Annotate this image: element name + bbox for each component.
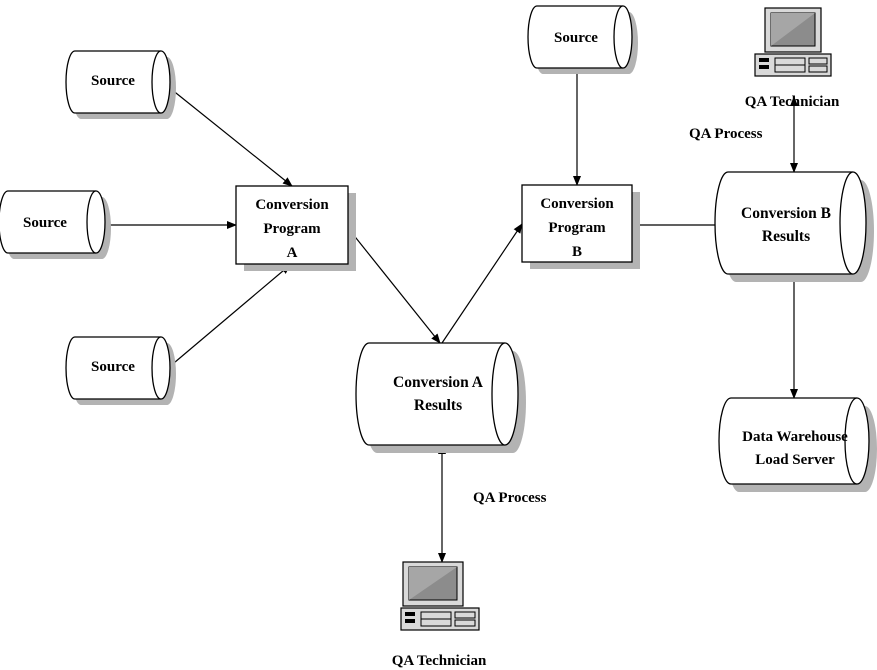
qa-technician-label-b: QA Technician [745, 94, 840, 110]
source-label: Source [554, 30, 598, 46]
program-a-line-3: A [287, 245, 298, 261]
warehouse-line-1: Data Warehouse [742, 429, 848, 445]
cylinder-end-curve [151, 336, 162, 400]
results-a-line-2: Results [414, 397, 462, 414]
source-top-left: Source [65, 50, 176, 119]
qa-process-label-b: QA Process [689, 126, 763, 142]
conversion-a-results: Conversion A Results [355, 342, 526, 453]
conversion-b-results: Conversion B Results [714, 171, 874, 282]
cylinder-end-curve [839, 171, 854, 275]
program-b-line-3: B [572, 244, 582, 260]
edge-source-top-to-program-a [165, 84, 293, 187]
cylinder-end-curve [844, 397, 858, 485]
cylinder-end-curve [491, 342, 506, 446]
warehouse-line-2: Load Server [755, 452, 835, 468]
program-a-line-2: Program [263, 221, 321, 237]
program-b-line-2: Program [548, 220, 606, 236]
edge-program-a-to-results-a [347, 227, 441, 344]
results-b-line-2: Results [762, 228, 810, 245]
source-label: Source [91, 359, 135, 375]
cylinder-end-curve [86, 190, 97, 254]
computer-icon [400, 561, 480, 631]
computer-icon [754, 7, 832, 77]
program-a-line-1: Conversion [255, 197, 329, 213]
program-b-line-1: Conversion [540, 196, 614, 212]
qa-process-label-a: QA Process [473, 490, 547, 506]
qa-technician-label-a: QA Technician [392, 653, 487, 669]
cylinder-end-curve [151, 50, 162, 114]
results-a-line-1: Conversion A [393, 374, 484, 391]
source-top-right: Source [527, 5, 638, 74]
conversion-program-a: Conversion Program A [235, 185, 356, 271]
results-b-line-1: Conversion B [741, 205, 831, 222]
conversion-program-b: Conversion Program B [521, 184, 640, 269]
source-label: Source [91, 73, 135, 89]
data-warehouse-load-server: Data Warehouse Load Server [718, 397, 877, 492]
edges [102, 70, 798, 563]
edge-results-a-to-program-b [441, 223, 523, 344]
cylinder-end-curve [613, 5, 624, 69]
source-bottom-left: Source [65, 336, 176, 405]
source-mid-left: Source [0, 190, 111, 259]
edge-source-bottom-to-program-a [167, 264, 291, 369]
source-label: Source [23, 215, 67, 231]
